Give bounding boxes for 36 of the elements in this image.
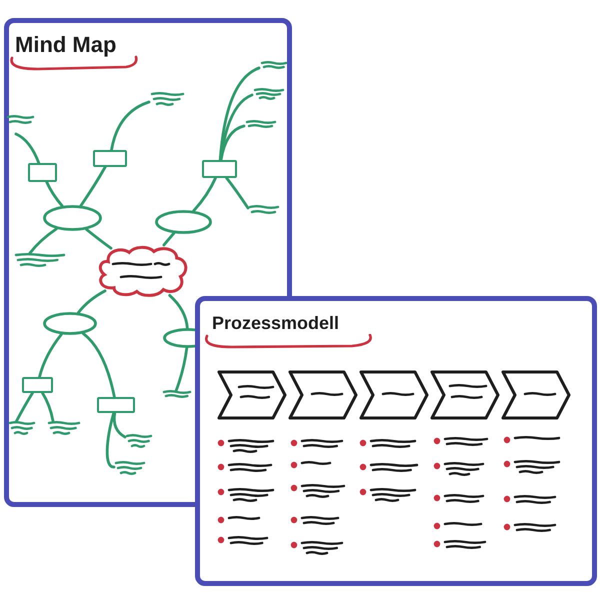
process-step — [430, 370, 500, 420]
branch-line — [14, 132, 40, 164]
branch-line — [162, 232, 176, 246]
branch-line — [174, 346, 188, 392]
branch-line — [220, 124, 246, 162]
topic-box — [28, 163, 57, 182]
branch-line — [45, 180, 64, 208]
branch-line — [168, 294, 189, 330]
panel-frame — [195, 296, 597, 586]
branch-line — [14, 392, 34, 424]
panel-title: Prozessmodell — [212, 314, 340, 334]
topic-box — [93, 150, 127, 167]
branch-line — [106, 412, 116, 468]
branch-line — [219, 94, 254, 162]
branch-line — [218, 66, 260, 162]
branch-line — [77, 290, 106, 314]
process-step — [501, 370, 571, 420]
branch-line — [112, 412, 126, 438]
branch-line — [38, 333, 63, 378]
topic-ellipse — [155, 210, 212, 234]
process-step — [288, 370, 358, 420]
topic-box — [22, 377, 53, 393]
panel-title: Mind Map — [15, 33, 116, 58]
branch-line — [82, 332, 116, 398]
branch-line — [85, 228, 112, 250]
topic-ellipse — [43, 205, 102, 231]
topic-box — [202, 160, 237, 178]
branch-line — [192, 176, 217, 212]
branch-line — [28, 228, 58, 254]
branch-line — [80, 166, 107, 207]
topic-ellipse — [43, 312, 97, 335]
process-step — [359, 370, 429, 420]
topic-box — [97, 397, 135, 413]
branch-line — [41, 392, 54, 422]
branch-line — [110, 100, 150, 152]
branch-line — [225, 176, 250, 210]
